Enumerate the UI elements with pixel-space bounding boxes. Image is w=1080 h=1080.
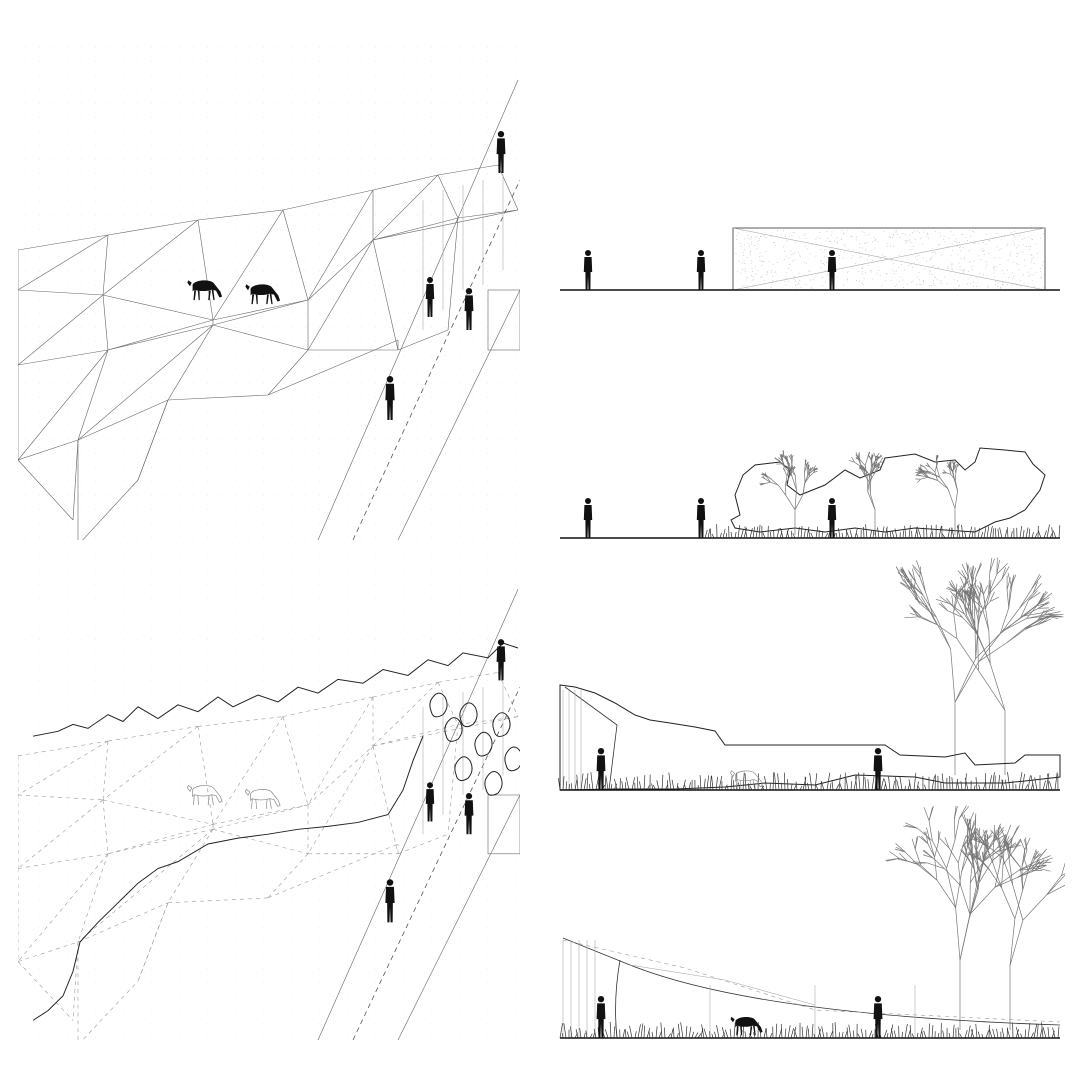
human-figure	[873, 996, 883, 1038]
human-figure	[873, 748, 883, 790]
human-figure	[583, 250, 593, 290]
human-figure	[464, 288, 474, 330]
human-figure	[827, 498, 837, 538]
walkway	[317, 79, 520, 540]
human-figure	[425, 782, 435, 822]
canopy-structure	[562, 937, 1061, 1039]
plan-vegetated-panel	[18, 550, 520, 1040]
human-figure	[385, 879, 395, 923]
grass	[558, 771, 1059, 791]
built-volume	[732, 227, 1046, 291]
tree	[895, 557, 1064, 775]
section-box-panel	[555, 210, 1065, 300]
tree	[885, 805, 1053, 1030]
human-figure	[496, 131, 506, 173]
human-figure	[464, 793, 474, 835]
section-trees-panel	[555, 545, 1065, 800]
tree	[966, 824, 1065, 1030]
deer-figure	[187, 784, 223, 805]
human-figure	[596, 996, 606, 1038]
tree	[759, 450, 818, 535]
vegetation-outline	[559, 684, 1061, 791]
tree	[915, 454, 960, 535]
dot-grid	[25, 556, 516, 1038]
grass	[559, 1022, 1060, 1039]
human-figure	[583, 498, 593, 538]
structure-mesh	[18, 672, 519, 1040]
plan-mesh-panel	[18, 40, 520, 540]
deer-figure	[245, 788, 281, 809]
section-vegetation-panel	[555, 440, 1065, 545]
deer-figure	[187, 280, 223, 301]
deer-figure	[730, 770, 764, 790]
structure-mesh	[18, 164, 519, 540]
vegetation-outline	[32, 642, 520, 1021]
human-figure	[827, 250, 837, 290]
human-figure	[496, 639, 506, 681]
dot-grid	[25, 47, 516, 538]
human-figure	[696, 498, 706, 538]
grass	[704, 524, 1061, 539]
human-figure	[385, 376, 395, 420]
vegetation-mass	[730, 447, 1046, 533]
canopy-posts	[422, 175, 504, 330]
section-canopy-panel	[555, 800, 1065, 1045]
canopy-posts	[422, 682, 504, 835]
human-figure	[696, 250, 706, 290]
deer-figure	[245, 284, 281, 305]
tree	[904, 576, 1006, 775]
walkway	[317, 589, 520, 1040]
human-figure	[425, 277, 435, 317]
tree	[848, 451, 885, 535]
human-figure	[596, 748, 606, 790]
